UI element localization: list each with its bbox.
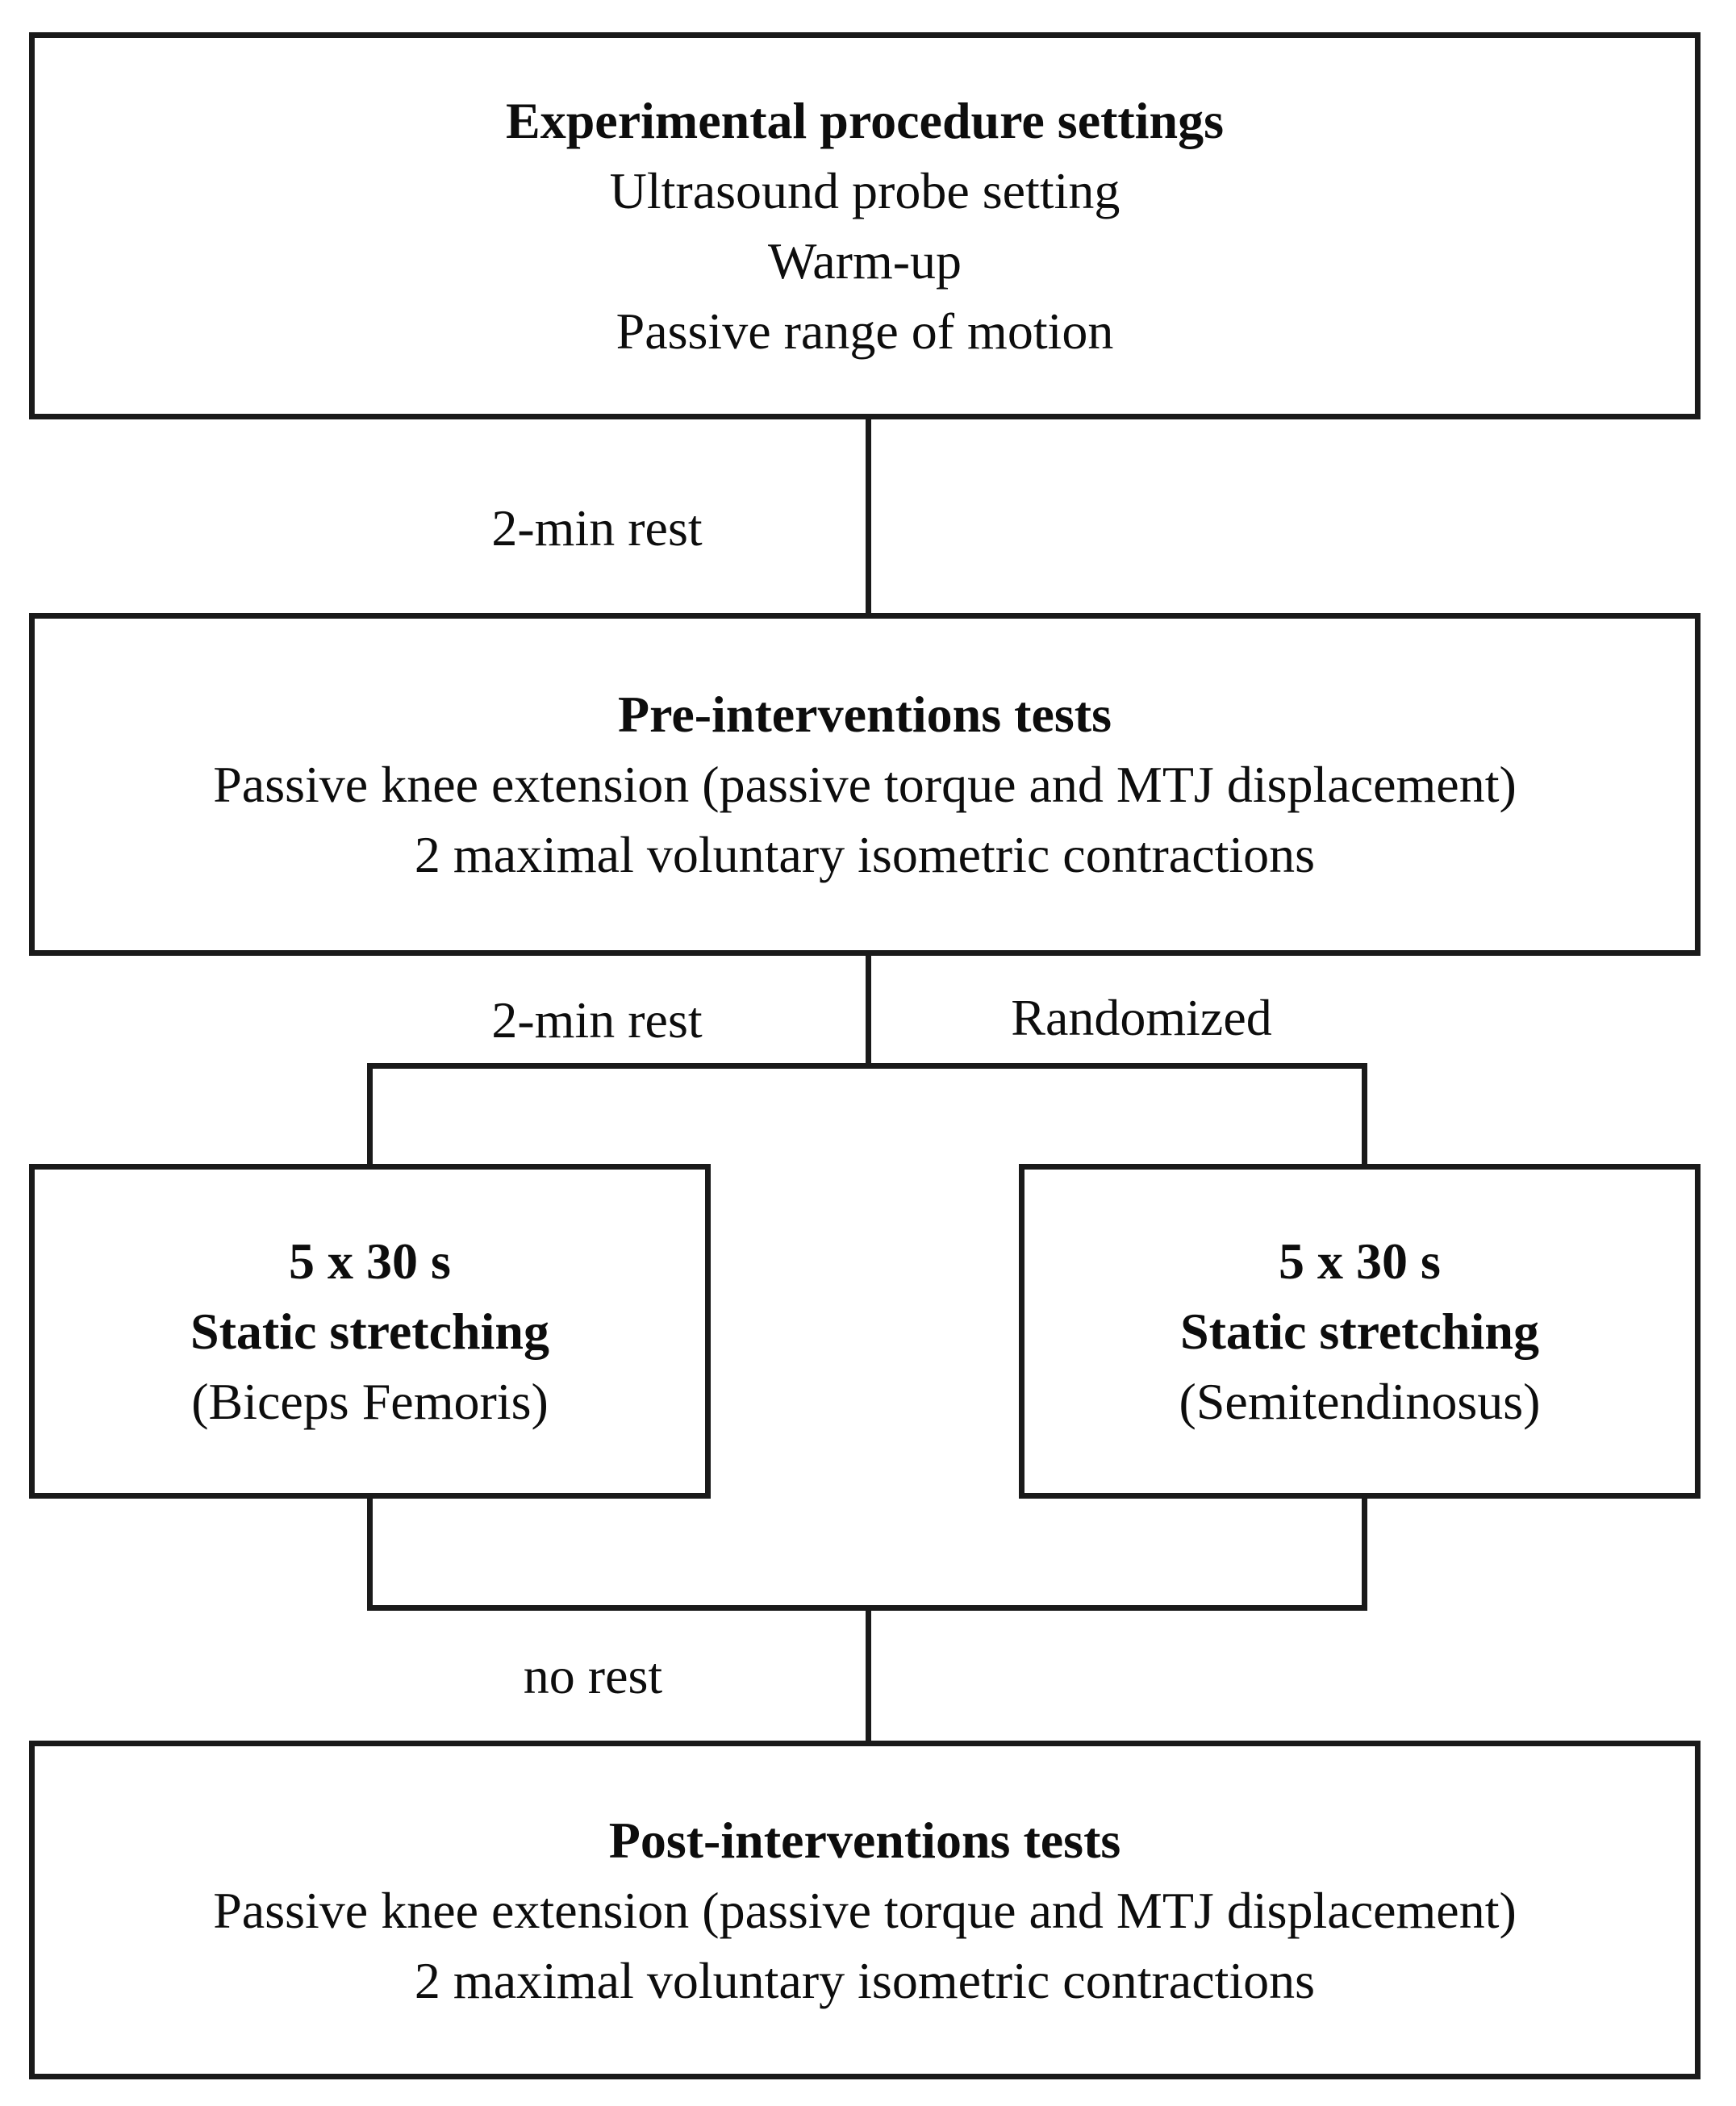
connector-branch-to-left-box	[367, 1063, 373, 1164]
connector-settings-to-pre	[866, 419, 871, 613]
post-interventions-line-mvic: 2 maximal voluntary isometric contractio…	[414, 1951, 1316, 2009]
pre-interventions-title: Pre-interventions tests	[618, 686, 1112, 743]
stretch-left-title: Static stretching	[190, 1303, 549, 1360]
edge-label-rest-2: 2-min rest	[491, 991, 703, 1049]
edge-label-no-rest: no rest	[523, 1647, 663, 1704]
pre-interventions-box: Pre-interventions tests Passive knee ext…	[29, 613, 1701, 956]
stretch-left-sets: 5 x 30 s	[289, 1232, 451, 1290]
connector-branch-to-right-box	[1362, 1063, 1367, 1164]
settings-box: Experimental procedure settings Ultrasou…	[29, 32, 1701, 419]
connector-left-box-to-merge	[367, 1499, 373, 1611]
stretch-right-muscle: (Semitendinosus)	[1179, 1373, 1541, 1430]
pre-interventions-line-pke: Passive knee extension (passive torque a…	[213, 756, 1517, 813]
stretch-left-box: 5 x 30 s Static stretching (Biceps Femor…	[29, 1164, 711, 1499]
settings-box-title: Experimental procedure settings	[506, 92, 1224, 149]
edge-label-rest-1: 2-min rest	[491, 499, 703, 557]
stretch-right-box: 5 x 30 s Static stretching (Semitendinos…	[1019, 1164, 1701, 1499]
stretch-right-title: Static stretching	[1180, 1303, 1539, 1360]
settings-box-line-rom: Passive range of motion	[616, 302, 1114, 360]
post-interventions-line-pke: Passive knee extension (passive torque a…	[213, 1881, 1517, 1939]
stretch-left-muscle: (Biceps Femoris)	[191, 1373, 549, 1430]
post-interventions-box: Post-interventions tests Passive knee ex…	[29, 1741, 1701, 2079]
branch-horizontal-line	[367, 1063, 1367, 1069]
edge-label-randomized: Randomized	[1011, 989, 1272, 1046]
post-interventions-title: Post-interventions tests	[608, 1811, 1121, 1869]
pre-interventions-line-mvic: 2 maximal voluntary isometric contractio…	[414, 826, 1316, 883]
settings-box-line-ultrasound: Ultrasound probe setting	[609, 162, 1120, 219]
connector-pre-to-branch	[866, 956, 871, 1069]
stretch-right-sets: 5 x 30 s	[1279, 1232, 1441, 1290]
connector-right-box-to-merge	[1362, 1499, 1367, 1611]
connector-merge-to-post	[866, 1605, 871, 1741]
settings-box-line-warmup: Warm-up	[767, 232, 962, 290]
